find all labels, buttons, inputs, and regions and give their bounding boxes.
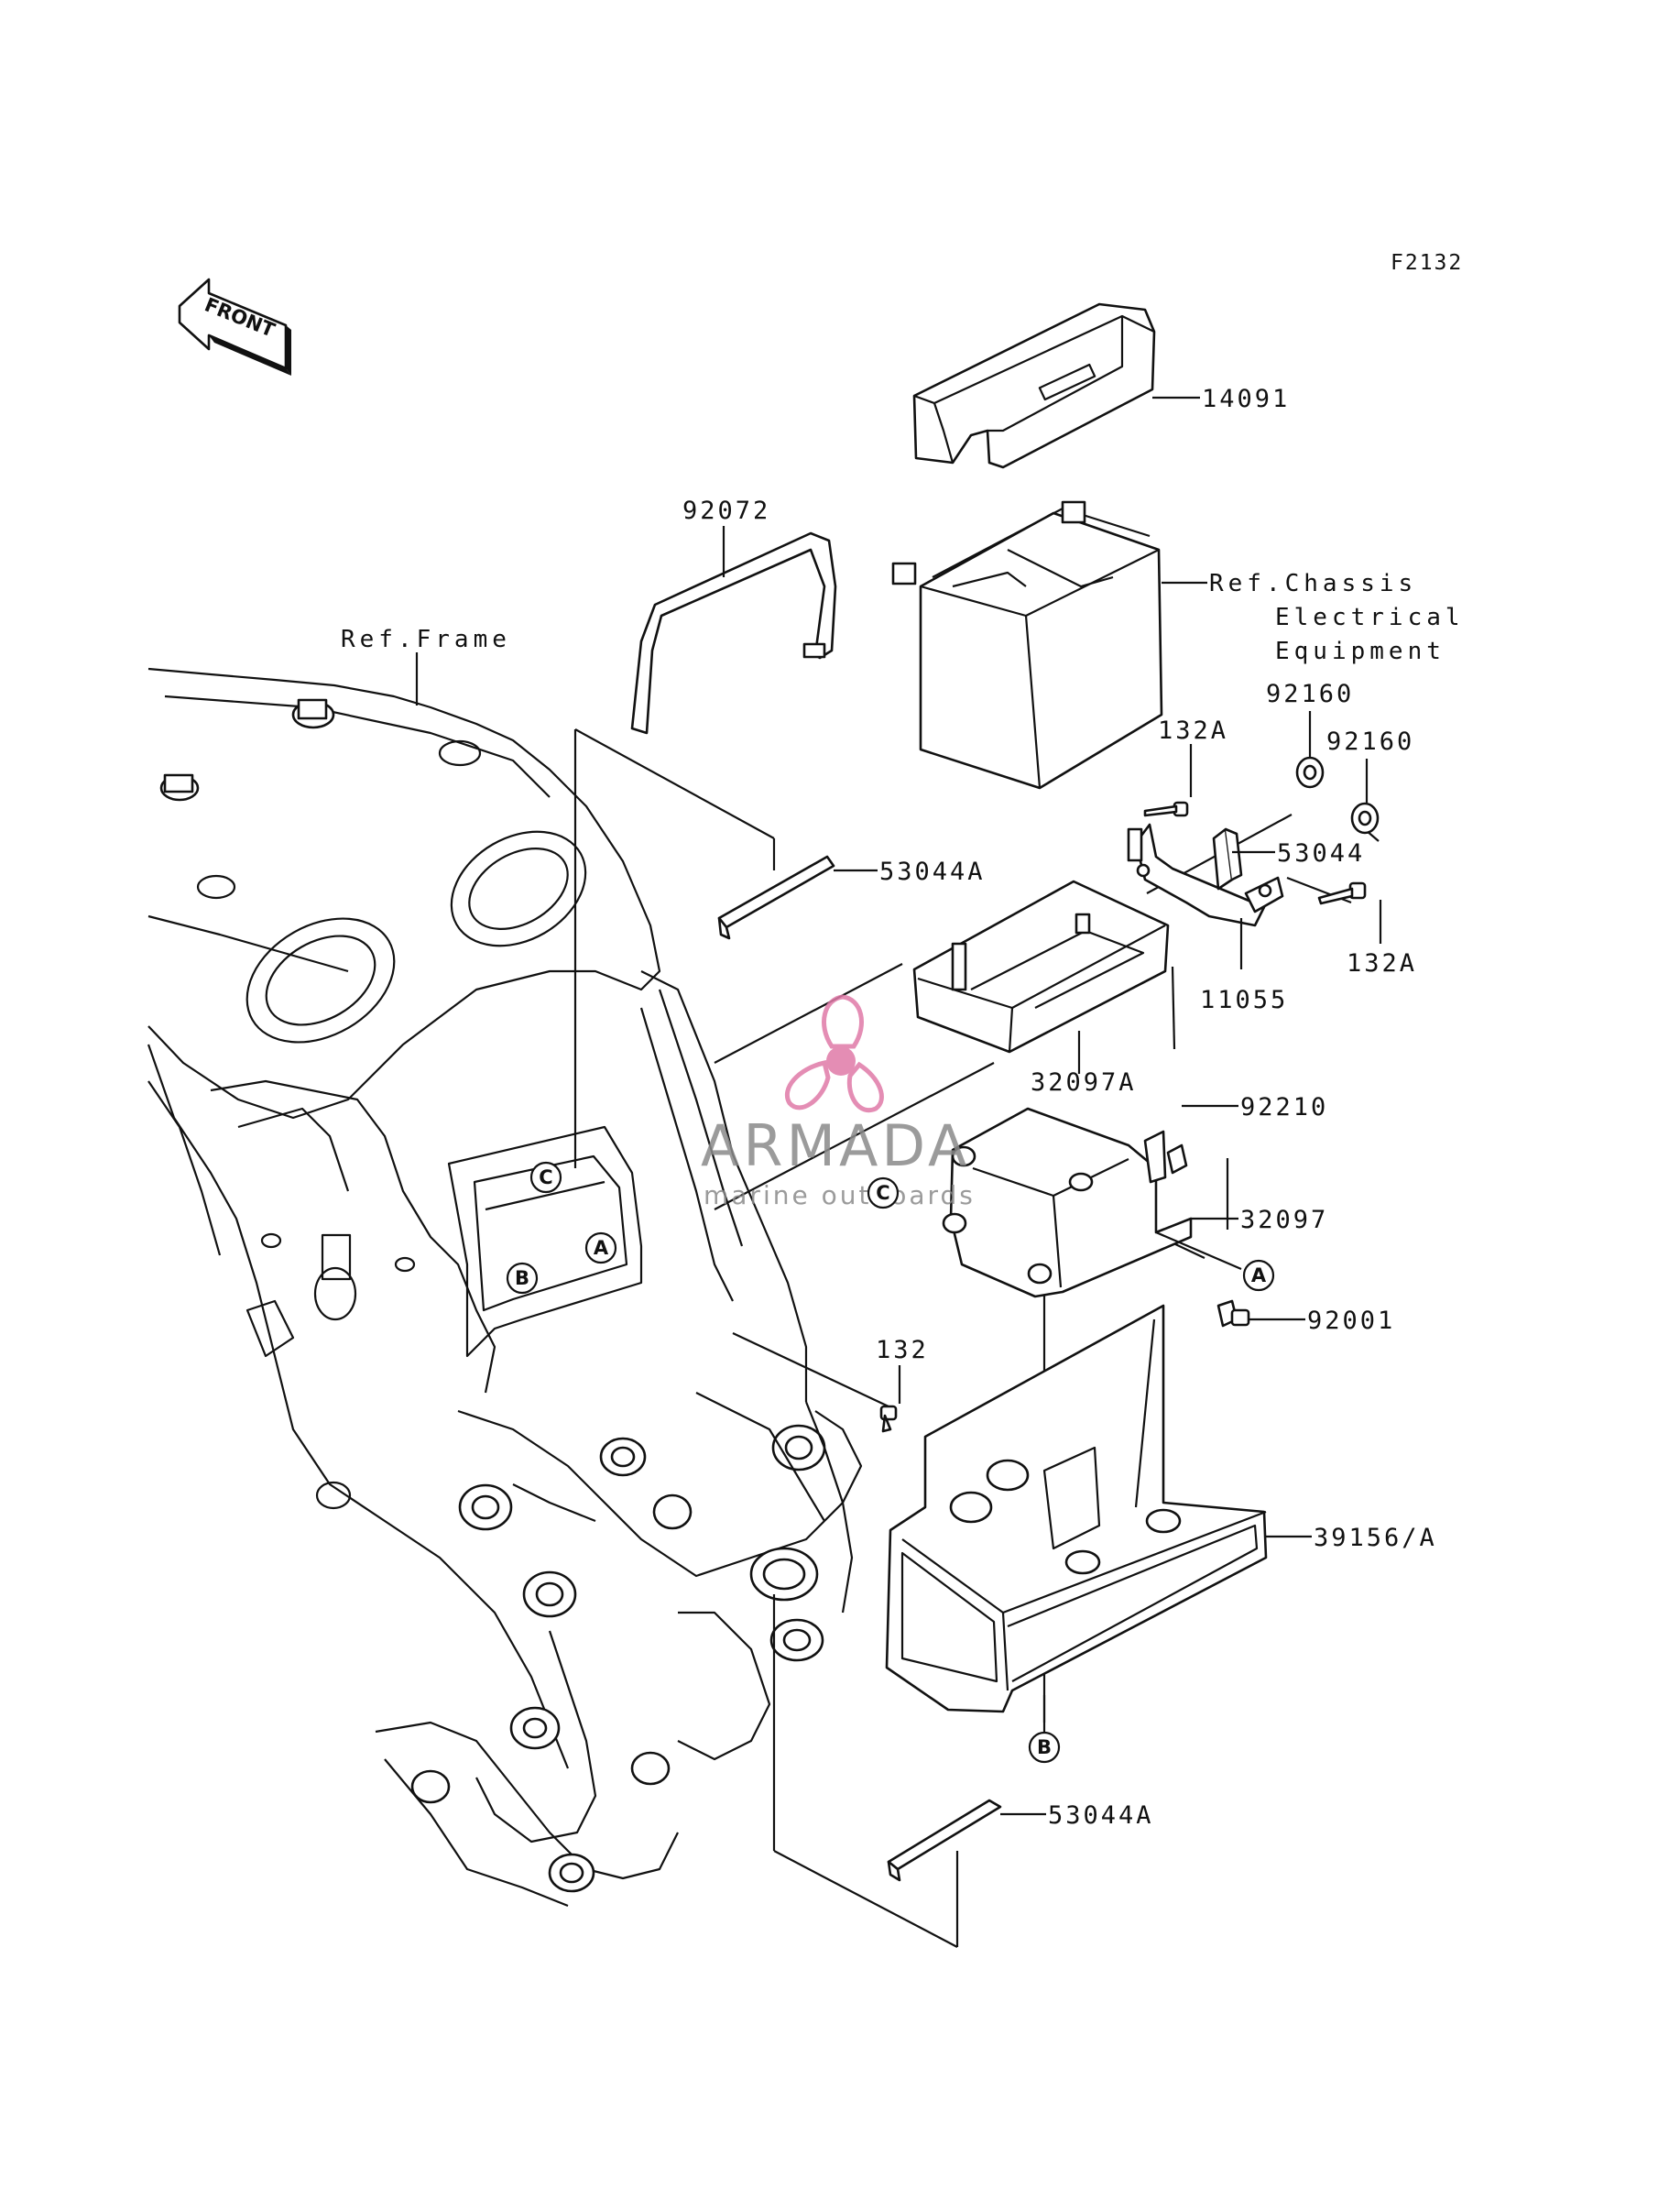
svg-text:A: A [594, 1237, 609, 1259]
svg-text:C: C [539, 1166, 552, 1188]
label-32097: 32097 [1191, 1206, 1328, 1234]
watermark-tagline: marine outboards [704, 1180, 976, 1210]
svg-text:32097A: 32097A [1031, 1068, 1137, 1097]
svg-text:Ref.Chassis: Ref.Chassis [1209, 570, 1417, 597]
svg-text:32097: 32097 [1240, 1206, 1328, 1234]
svg-text:92210: 92210 [1240, 1093, 1328, 1121]
svg-text:Electrical: Electrical [1275, 604, 1465, 631]
svg-text:53044A: 53044A [879, 858, 986, 886]
label-132a-upper: 132A [1158, 717, 1228, 797]
svg-text:A: A [1251, 1264, 1267, 1286]
rubber-strip-upper-part [717, 855, 835, 940]
label-ref-chassis: Ref.Chassis Electrical Equipment [1162, 570, 1465, 665]
svg-text:92001: 92001 [1307, 1307, 1395, 1335]
bolt-132a-right-part [1317, 881, 1367, 905]
side-cover-part [885, 1304, 1268, 1713]
grommet-left-part [1295, 756, 1325, 789]
propeller-icon [785, 994, 884, 1113]
label-132: 132 [876, 1336, 929, 1404]
svg-text:B: B [1037, 1736, 1052, 1758]
callout-a-tray: A [1155, 1231, 1275, 1292]
label-132a-right: 132A [1347, 900, 1417, 978]
clip-part [1166, 1143, 1188, 1175]
svg-text:Equipment: Equipment [1275, 638, 1445, 665]
bolt-92001-part [1216, 1299, 1250, 1328]
label-39156a: 39156/A [1266, 1524, 1437, 1552]
label-92210: 92210 [1182, 1093, 1328, 1121]
label-ref-frame: Ref.Frame [341, 626, 511, 706]
label-92160-right: 92160 [1326, 728, 1414, 803]
label-92001: 92001 [1249, 1307, 1395, 1335]
svg-text:92160: 92160 [1326, 728, 1414, 756]
svg-text:132: 132 [876, 1336, 929, 1364]
svg-text:92072: 92072 [682, 497, 770, 525]
front-arrow-icon: FRONT [178, 278, 291, 376]
svg-text:C: C [876, 1182, 889, 1204]
callout-b-frame: B [506, 1262, 539, 1295]
svg-text:53044A: 53044A [1048, 1801, 1154, 1830]
battery-cover-part [912, 302, 1156, 469]
battery-tray-upper-part [912, 880, 1170, 1054]
svg-text:132A: 132A [1158, 717, 1228, 745]
label-11055: 11055 [1200, 918, 1288, 1014]
battery-part [891, 500, 1163, 790]
callout-c-tray: C [867, 1176, 900, 1209]
svg-text:11055: 11055 [1200, 986, 1288, 1014]
label-53044: 53044 [1232, 839, 1365, 868]
bracket-part [1127, 823, 1284, 927]
svg-text:14091: 14091 [1202, 385, 1290, 413]
label-92160-left: 92160 [1266, 680, 1354, 757]
rubber-block-part [1212, 827, 1243, 891]
svg-text:132A: 132A [1347, 949, 1417, 978]
label-53044a-lower: 53044A [1000, 1801, 1154, 1830]
svg-text:B: B [515, 1267, 529, 1289]
bolt-132a-upper-part [1143, 801, 1189, 817]
svg-text:Ref.Frame: Ref.Frame [341, 626, 511, 653]
label-92072: 92072 [682, 497, 770, 577]
bolt-132-part [879, 1405, 898, 1433]
svg-text:92160: 92160 [1266, 680, 1354, 708]
frame-drawing [147, 667, 863, 1908]
label-53044a-upper: 53044A [834, 858, 986, 886]
svg-text:53044: 53044 [1277, 839, 1365, 868]
watermark-brand: ARMADA [701, 1112, 970, 1179]
label-14091: 14091 [1152, 385, 1290, 413]
rubber-strip-lower-part [887, 1799, 1002, 1882]
grommet-right-part [1350, 802, 1380, 835]
callout-c-frame: C [529, 1161, 562, 1194]
label-32097a: 32097A [1031, 1031, 1137, 1097]
callout-a-frame: A [584, 1231, 617, 1264]
battery-tray-lower-part [942, 1107, 1193, 1298]
callout-b-cover: B [1028, 1695, 1061, 1764]
figure-code: F2132 [1391, 251, 1463, 275]
svg-text:39156/A: 39156/A [1314, 1524, 1437, 1552]
watermark: ARMADA marine outboards [701, 994, 976, 1210]
battery-strap-part [630, 531, 837, 735]
